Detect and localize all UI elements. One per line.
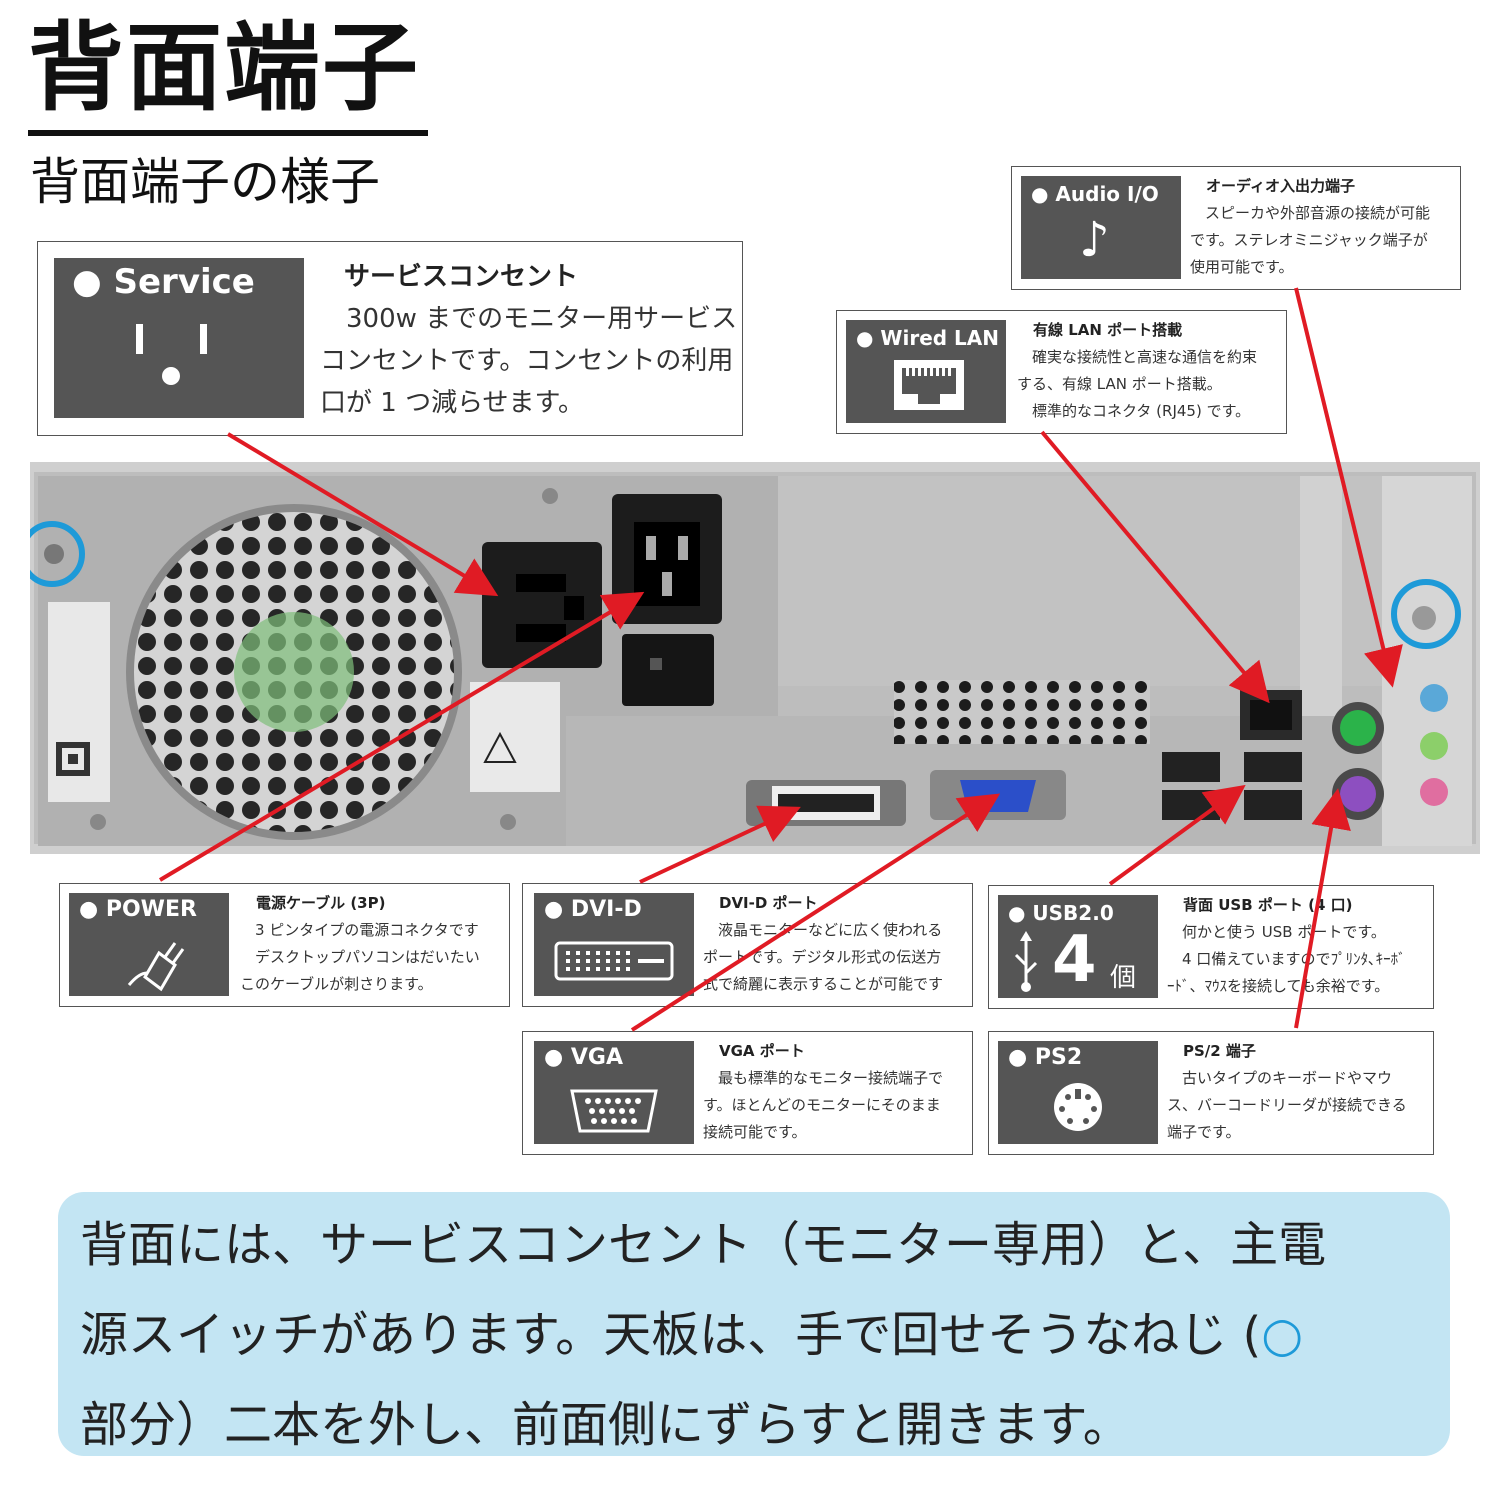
- usb-heading: 背面 USB ポート (4 口): [1183, 896, 1353, 914]
- usb-tile: ● USB2.0 4 個: [998, 895, 1158, 998]
- lan-line-3: 標準的なコネクタ (RJ45) です。: [1017, 402, 1251, 420]
- warning-label: [470, 682, 560, 792]
- audio-line-2: です。ステレオミニジャック端子が: [1190, 231, 1428, 249]
- vga-heading: VGA ポート: [719, 1042, 805, 1060]
- lan-line-2: する、有線 LAN ポート搭載。: [1017, 375, 1222, 393]
- audio-line-in: [1420, 684, 1448, 712]
- note-panel: 背面には、サービスコンセント（モニター専用）と、主電 源スイッチがあります。天板…: [58, 1192, 1450, 1456]
- usb-port-4: [1244, 790, 1302, 820]
- audio-line-3: 使用可能です。: [1190, 258, 1294, 276]
- usb-icon: [1014, 931, 1038, 992]
- service-line-1: 300w までのモニター用サービス: [320, 304, 738, 334]
- callout-vga: ● VGA VGA ポート 最も標準的なモニター接続端子で す。ほとんどのモニタ…: [522, 1031, 973, 1155]
- note-line-2-text: 源スイッチがあります。天板は、手で回せそうなねじ (: [80, 1307, 1262, 1363]
- callout-usb: ● USB2.0 4 個 背面 USB ポート (4 口) 何かと使う USB …: [988, 885, 1434, 1009]
- music-note-icon: ♪: [1079, 212, 1110, 268]
- callout-wired-lan: ● Wired LAN 有線 LAN ポート搭載 確実な接続性と高速な通信を約束…: [836, 310, 1287, 434]
- rj45-port-icon: [894, 360, 964, 410]
- usb-port-3: [1244, 752, 1302, 782]
- power-line-3: このケーブルが刺さります。: [240, 975, 433, 993]
- note-text: 背面には、サービスコンセント（モニター専用）と、主電 源スイッチがあります。天板…: [80, 1200, 1430, 1470]
- usb-line-3: ｰﾄﾞ、ﾏｳｽを接続しても余裕です。: [1167, 977, 1390, 995]
- dvi-line-2: ポートです。デジタル形式の伝送方: [703, 948, 942, 966]
- vga-line-1: 最も標準的なモニター接続端子で: [703, 1069, 944, 1087]
- audio-line-1: スピーカや外部音源の接続が可能: [1190, 204, 1431, 222]
- ps2-keyboard-port: [1340, 710, 1376, 746]
- thumb-screw-ring-right: [1391, 579, 1461, 649]
- lan-tile: ● Wired LAN: [846, 320, 1006, 423]
- callout-power: ● POWER 電源ケーブル (3P) 3 ピンタイプの電源コネクタです デスク…: [59, 883, 510, 1007]
- dvi-line-1: 液晶モニターなどに広く使われる: [703, 921, 943, 939]
- power-switch: [622, 634, 714, 706]
- callout-audio: ● Audio I/O ♪ オーディオ入出力端子 スピーカや外部音源の接続が可能…: [1011, 166, 1461, 290]
- power-line-2: デスクトップパソコンはだいたい: [240, 948, 480, 966]
- rear-vent: [894, 680, 1150, 744]
- ps2-heading: PS/2 端子: [1183, 1042, 1256, 1060]
- lan-heading: 有線 LAN ポート搭載: [1033, 321, 1183, 339]
- title-underline: [28, 130, 428, 136]
- service-tile: ● Service: [54, 258, 304, 418]
- callout-service: ● Service サービスコンセント 300w までのモニター用サービス コン…: [37, 241, 743, 436]
- ps2-line-1: 古いタイプのキーボードやマウ: [1167, 1069, 1393, 1087]
- vga-tile: ● VGA: [534, 1041, 694, 1144]
- service-heading: サービスコンセント: [344, 262, 579, 292]
- ps2-mouse-port: [1340, 776, 1376, 812]
- callout-dvi-d: ● DVI-D DVI-D ポート 液晶モニターなどに広く使われる ポートです。…: [522, 883, 973, 1007]
- ps2-line-2: ス、バーコードリーダが接続できる: [1167, 1096, 1407, 1114]
- power-heading: 電源ケーブル (3P): [256, 894, 386, 912]
- usb-port-1: [1162, 752, 1220, 782]
- usb-label: ● USB2.0: [1008, 901, 1114, 925]
- note-line-1: 背面には、サービスコンセント（モニター専用）と、主電: [80, 1217, 1327, 1273]
- dvi-heading: DVI-D ポート: [719, 894, 818, 912]
- audio-heading: オーディオ入出力端子: [1206, 177, 1355, 195]
- usb-port-2: [1162, 790, 1220, 820]
- service-line-2: コンセントです。コンセントの利用: [320, 346, 734, 376]
- note-line-2: 源スイッチがあります。天板は、手で回せそうなねじ (○: [80, 1290, 1430, 1380]
- lan-line-1: 確実な接続性と高速な通信を約束: [1017, 348, 1258, 366]
- vga-line-3: 接続可能です。: [703, 1123, 807, 1141]
- usb-count-unit: 個: [1110, 963, 1137, 993]
- service-line-3: 口が 1 つ減らせます。: [320, 388, 584, 418]
- service-label: ● Service: [72, 262, 255, 302]
- pc-rear-panel: [30, 462, 1480, 854]
- ps2-port-icon: [1054, 1083, 1102, 1131]
- audio-mic: [1420, 778, 1448, 806]
- usb-count: 4: [1052, 923, 1097, 997]
- dvi-port-icon: [554, 941, 674, 981]
- dvi-line-3: 式で綺麗に表示することが可能です: [703, 975, 944, 993]
- audio-line-out: [1420, 732, 1448, 760]
- audio-label: ● Audio I/O: [1031, 182, 1159, 206]
- usb-line-2: 4 口備えていますのでﾌﾟﾘﾝﾀ､ｷｰﾎﾞ: [1167, 950, 1406, 968]
- power-plug-icon: [127, 942, 185, 992]
- ps2-line-3: 端子です。: [1167, 1123, 1241, 1141]
- thumb-screw-ring-left: [30, 521, 85, 587]
- vga-label: ● VGA: [544, 1045, 623, 1070]
- ps2-label: ● PS2: [1008, 1045, 1083, 1070]
- vga-line-2: す。ほとんどのモニターにそのまま: [703, 1096, 941, 1114]
- audio-tile: ● Audio I/O ♪: [1021, 176, 1181, 279]
- usb-line-1: 何かと使う USB ポートです。: [1167, 923, 1386, 941]
- dvi-label: ● DVI-D: [544, 897, 642, 922]
- power-line-1: 3 ピンタイプの電源コネクタです: [240, 921, 479, 939]
- power-tile: ● POWER: [69, 893, 229, 996]
- circle-marker-icon: ○: [1261, 1307, 1304, 1363]
- page-subtitle: 背面端子の様子: [30, 153, 380, 211]
- callout-ps2: ● PS2 PS/2 端子 古いタイプのキーボードやマウ ス、バーコードリーダが…: [988, 1031, 1434, 1155]
- lan-label: ● Wired LAN: [856, 326, 999, 350]
- dvi-tile: ● DVI-D: [534, 893, 694, 996]
- page-title: 背面端子: [28, 12, 420, 124]
- power-label: ● POWER: [79, 897, 197, 922]
- vga-port-icon: [570, 1089, 658, 1133]
- outlet-icon: [136, 324, 207, 385]
- ps2-tile: ● PS2: [998, 1041, 1158, 1144]
- note-line-3: 部分）二本を外し、前面側にずらすと開きます。: [80, 1397, 1131, 1453]
